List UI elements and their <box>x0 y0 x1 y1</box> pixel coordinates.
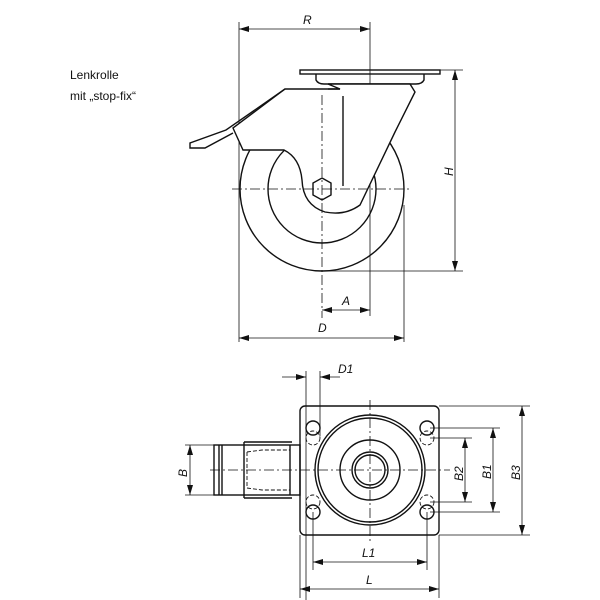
dim-L1-label: L1 <box>362 546 375 560</box>
brake-lever <box>189 88 286 149</box>
side-view: R H A D <box>189 13 463 342</box>
dim-R-label: R <box>303 13 312 27</box>
dim-H-label: H <box>442 167 456 176</box>
caption-line-1: Lenkrolle <box>70 68 119 82</box>
caption-line-2: mit „stop-fix“ <box>70 89 136 103</box>
dim-D1-label: D1 <box>338 362 353 376</box>
top-view: D1 B B2 B1 B3 L1 L <box>176 362 530 600</box>
base-plate <box>299 405 440 536</box>
dim-B3-label: B3 <box>509 465 523 480</box>
dim-A-label: A <box>341 294 350 308</box>
dim-D-label: D <box>318 321 327 335</box>
dim-B1-label: B1 <box>480 464 494 479</box>
fork <box>232 83 416 214</box>
mounting-plate <box>299 69 441 75</box>
dim-L-label: L <box>366 573 373 587</box>
dim-B2-label: B2 <box>452 466 466 481</box>
dim-B-label: B <box>176 469 190 477</box>
